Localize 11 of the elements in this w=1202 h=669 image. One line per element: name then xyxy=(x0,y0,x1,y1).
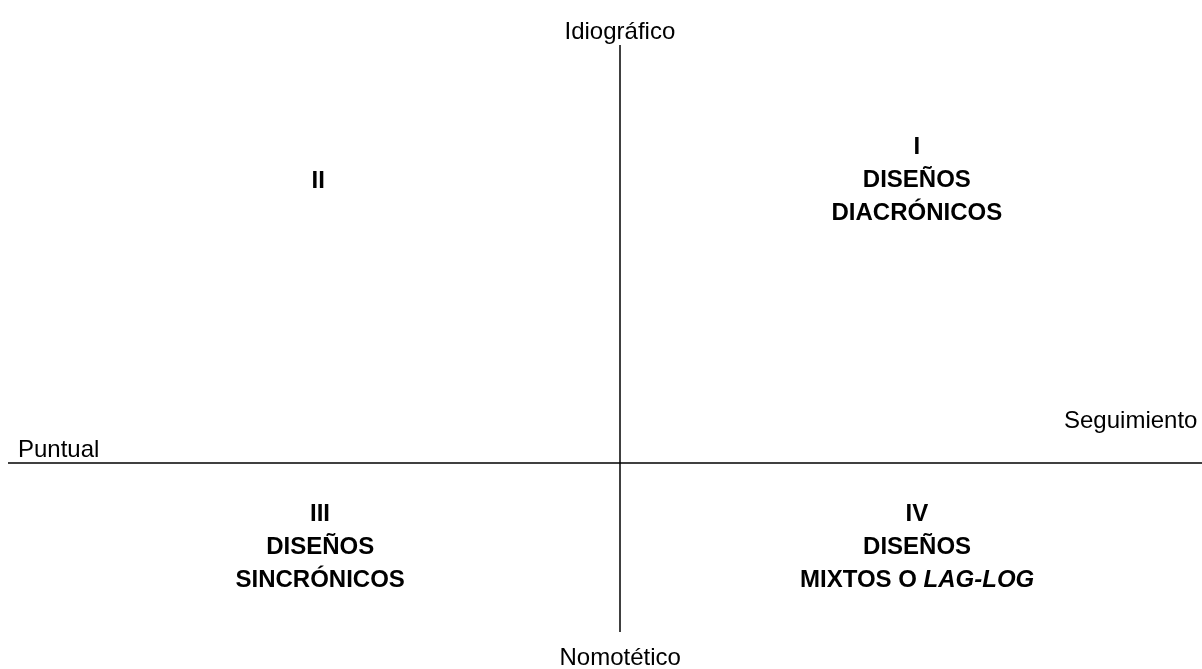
axis-label: Seguimiento xyxy=(1064,405,1198,435)
quadrant-numeral: I xyxy=(913,131,921,161)
quadrant-numeral: IV xyxy=(905,498,929,528)
axis-label: Nomotético xyxy=(559,642,681,669)
quadrant-title: DISEÑOS DIACRÓNICOS xyxy=(831,164,1003,227)
quadrant-title: DISEÑOS MIXTOS O LAG-LOG xyxy=(800,531,1035,594)
quadrant-numeral: II xyxy=(311,165,325,195)
axis-label: Idiográfico xyxy=(564,16,676,46)
quadrant-title: DISEÑOS SINCRÓNICOS xyxy=(235,531,405,594)
quadrant-numeral: III xyxy=(310,498,330,528)
axis-label: Puntual xyxy=(18,434,100,464)
